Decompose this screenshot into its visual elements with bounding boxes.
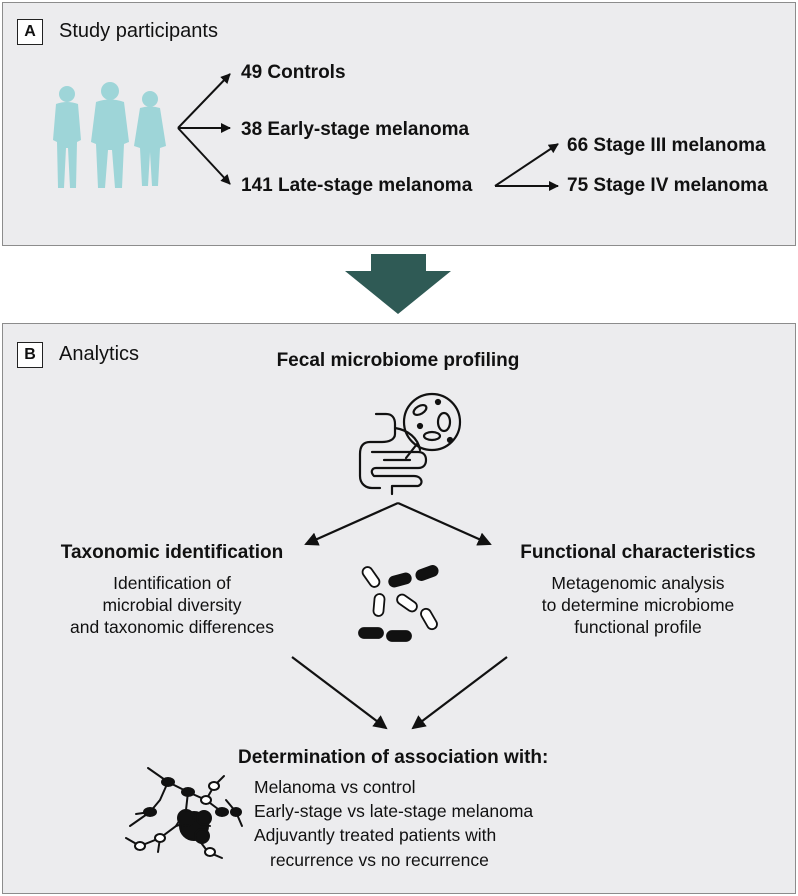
big-down-arrow <box>345 254 451 314</box>
association-item: Early-stage vs late-stage melanoma <box>254 801 534 821</box>
participant-arrows <box>177 73 559 191</box>
functional-heading: Functional characteristics <box>520 542 756 563</box>
people-icon <box>53 82 166 188</box>
association-item: recurrence vs no recurrence <box>270 850 489 870</box>
group-late-stage: 141 Late-stage melanoma <box>241 175 473 196</box>
association-heading: Determination of association with: <box>238 747 549 768</box>
taxonomic-heading: Taxonomic identification <box>60 542 284 563</box>
bacteria-icon <box>358 565 439 642</box>
taxonomic-line: microbial diversity <box>102 595 242 615</box>
functional-line: to determine microbiome <box>541 595 735 615</box>
functional-description: Metagenomic analysis to determine microb… <box>488 572 788 638</box>
profiling-heading: Fecal microbiome profiling <box>276 350 520 371</box>
taxonomic-line: and taxonomic differences <box>70 617 274 637</box>
association-item: Adjuvantly treated patients with <box>254 825 497 845</box>
taxonomic-line: Identification of <box>113 573 231 593</box>
intestine-icon <box>358 392 462 496</box>
group-controls: 49 Controls <box>241 62 346 83</box>
tumor-network-icon <box>125 767 243 859</box>
group-stage-4: 75 Stage IV melanoma <box>567 175 768 196</box>
panel-a-title: Study participants <box>59 20 218 42</box>
taxonomic-description: Identification of microbial diversity an… <box>22 572 322 638</box>
functional-line: Metagenomic analysis <box>551 573 725 593</box>
panel-analytics: B Analytics <box>2 323 796 894</box>
association-item: Melanoma vs control <box>254 777 416 797</box>
group-early-stage: 38 Early-stage melanoma <box>241 119 470 140</box>
functional-line: functional profile <box>574 617 702 637</box>
panel-b-badge: B <box>17 342 43 368</box>
analytics-arrows <box>291 501 508 730</box>
group-stage-3: 66 Stage III melanoma <box>567 135 766 156</box>
panel-a-badge: A <box>17 19 43 45</box>
panel-study-participants: A Study participants <box>2 2 796 246</box>
panel-b-title: Analytics <box>59 343 140 365</box>
